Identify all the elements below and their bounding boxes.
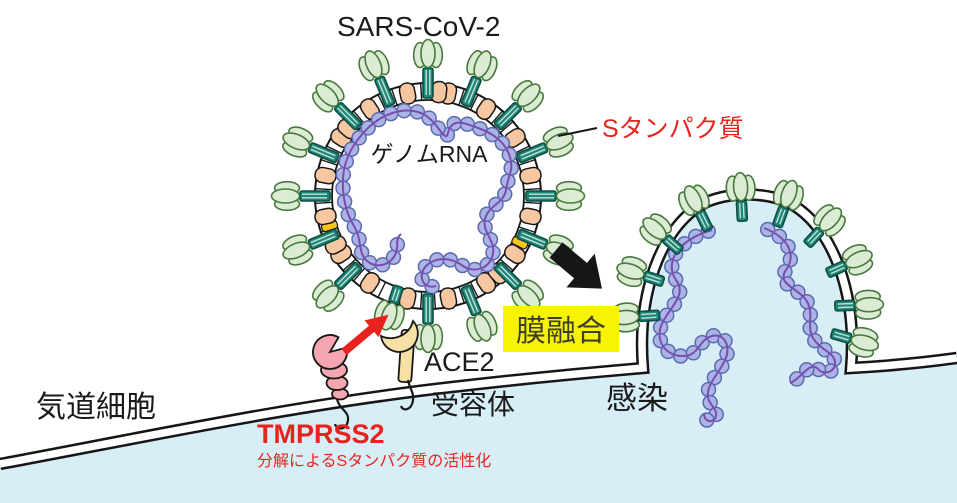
spike-protein-icon (460, 50, 498, 108)
tmprss2-catalytic-head (312, 334, 348, 370)
cleavage-arrow (341, 314, 389, 356)
spike-protein-icon (725, 171, 756, 223)
spike-protein-icon (311, 261, 363, 313)
membrane-protein-icon (519, 166, 542, 185)
spike-protein-icon (616, 256, 666, 288)
genome-rna-label: ゲノムRNA (371, 141, 489, 167)
membrane-protein-icon (519, 207, 542, 226)
membrane-protein-icon (359, 271, 381, 294)
spike-protein-icon (311, 79, 363, 131)
membrane-protein-icon (503, 243, 526, 265)
ace2-label: ACE2 (424, 347, 495, 377)
spike-protein-icon (270, 180, 331, 212)
spike-protein-icon (525, 180, 586, 212)
spike-protein-icon (282, 126, 340, 164)
fused-virus-spikes (610, 171, 885, 358)
spike-protein-icon (412, 38, 444, 99)
airway-cell-label: 気道細胞 (36, 391, 156, 424)
receptor-label: 受容体 (431, 389, 515, 420)
spike-protein-icon (678, 184, 714, 233)
membrane-protein-icon (398, 82, 417, 105)
tmprss2-caption: 分解によるSタンパク質の活性化 (257, 452, 491, 470)
cell-cytoplasm (0, 194, 957, 503)
tmprss2-label: TMPRSS2 (257, 419, 385, 449)
highlight-box (503, 306, 619, 352)
genome-rna (335, 102, 519, 295)
spike-protein-icon (803, 204, 846, 249)
tmprss2-transmembrane-line (333, 398, 350, 430)
membrane-protein-icon (314, 166, 337, 185)
spike-protein-icon (834, 289, 885, 320)
s-protein-label: Sタンパク質 (602, 115, 744, 143)
envelope-proteins (314, 80, 542, 310)
membrane-protein-icon (475, 98, 497, 121)
membrane-fusion-text: 膜融合 (516, 315, 606, 348)
ace2-transmembrane-line (399, 379, 415, 411)
fusion-process-arrow (549, 242, 602, 289)
infection-label: 感染 (606, 381, 668, 416)
membrane-fusion-label: 膜融合 (503, 306, 619, 352)
rna-strand (341, 109, 513, 288)
spike-protein-icon (516, 126, 574, 164)
ace2-receptor (379, 319, 419, 411)
spike-protein-icon (460, 284, 498, 342)
spike-protein-icon (493, 79, 545, 131)
membrane-protein-icon (439, 287, 458, 310)
diagram-title: SARS-CoV-2 (337, 11, 500, 42)
spike-protein-icon (772, 179, 805, 229)
spike-protein-icon (358, 50, 396, 108)
tmprss2-protease (312, 334, 350, 430)
spike-protein-icon (825, 243, 874, 278)
spike-protein-icon (829, 326, 880, 358)
membrane-protein-icon (314, 207, 337, 226)
spike-protein-icon (282, 228, 340, 266)
virus-spike-proteins (270, 38, 586, 354)
rna-strand (763, 227, 837, 384)
virus-particle: ゲノムRNA (270, 38, 586, 354)
rna-strand (658, 229, 729, 422)
spike-label-pointer-line (557, 127, 598, 137)
spike-protein-icon (639, 213, 684, 256)
ace2-binding-cup (379, 319, 419, 353)
